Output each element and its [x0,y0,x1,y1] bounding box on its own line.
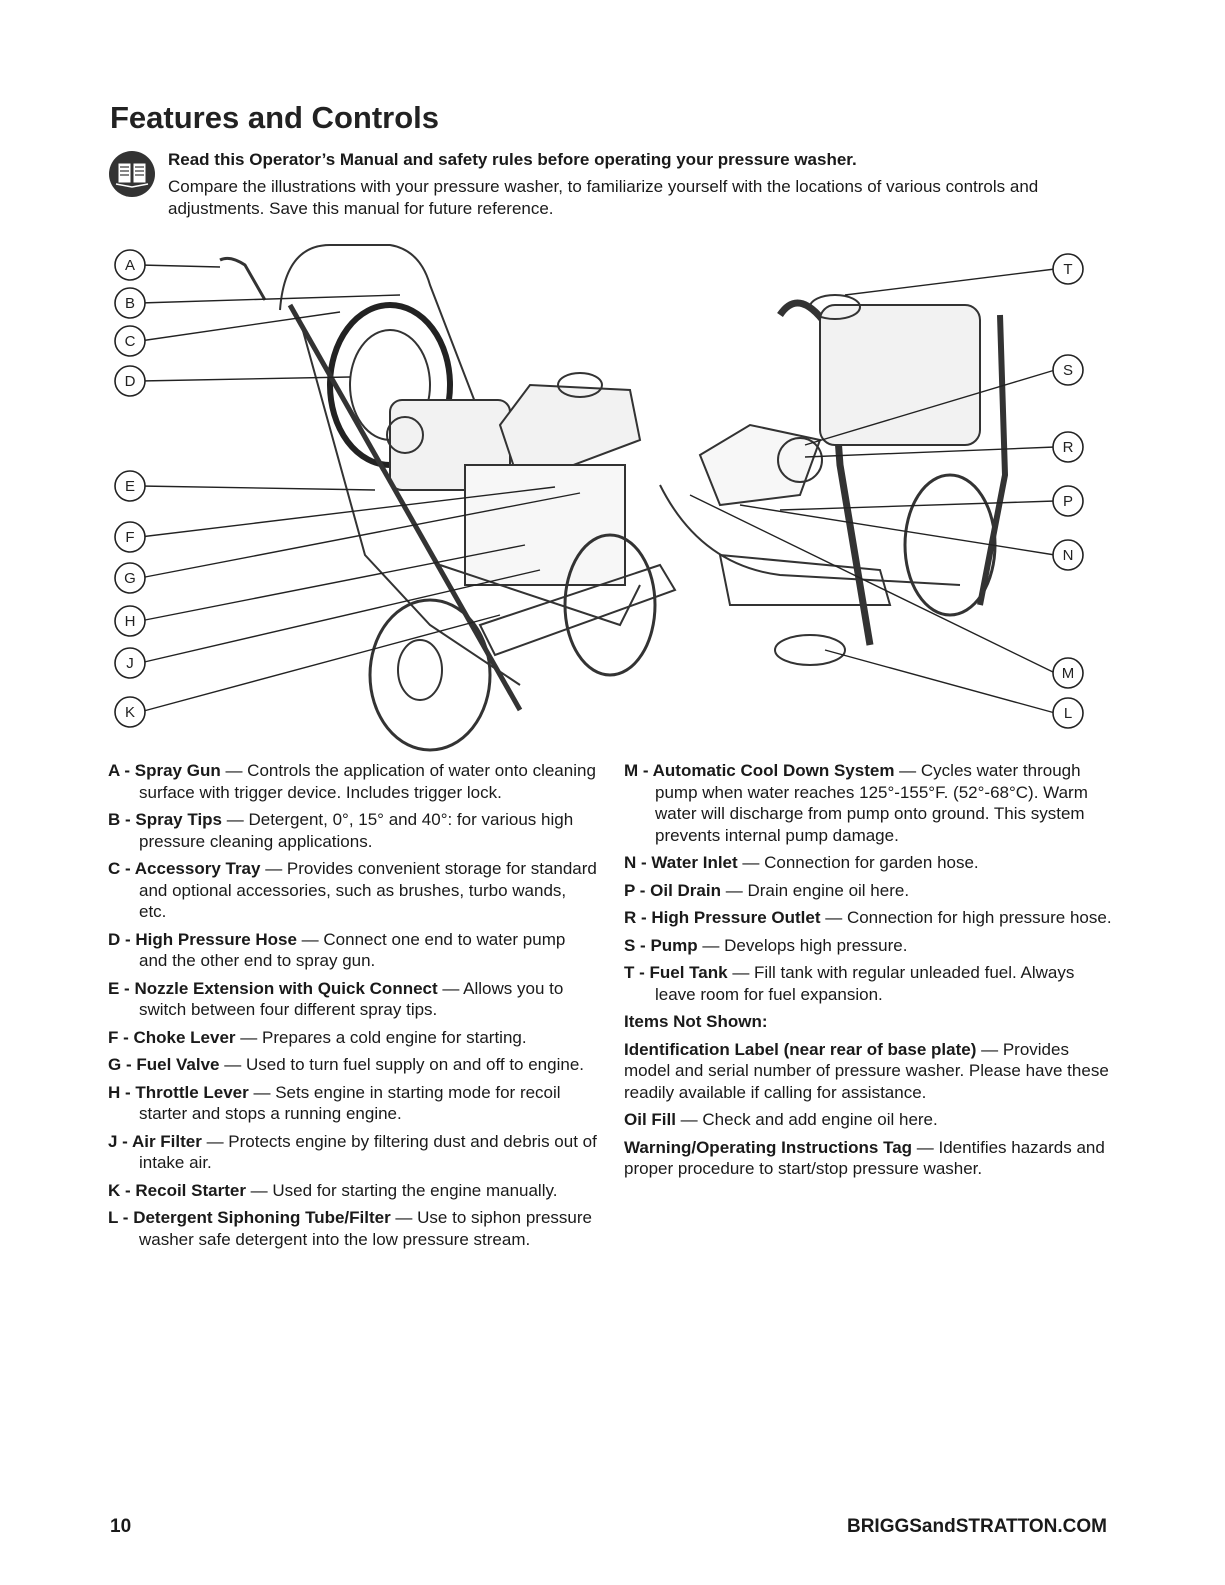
svg-text:M: M [1062,665,1075,682]
features-right-column: M - Automatic Cool Down System — Cycles … [624,760,1114,1186]
intro-text: Compare the illustrations with your pres… [168,177,1039,218]
callout-l: L [1052,697,1084,729]
svg-text:C: C [125,333,136,350]
svg-text:R: R [1063,439,1074,456]
callout-h: H [114,605,146,637]
callout-a: A [114,249,146,281]
svg-text:G: G [124,570,136,587]
callout-b: B [114,287,146,319]
intro-warning: Read this Operator’s Manual and safety r… [168,150,857,169]
callout-f: F [114,521,146,553]
svg-text:E: E [125,478,135,495]
not-shown-item: Oil Fill — Check and add engine oil here… [624,1110,938,1129]
book-icon [109,151,155,197]
feature-item: L - Detergent Siphoning Tube/Filter — Us… [108,1208,592,1249]
svg-text:F: F [125,529,134,546]
feature-item: E - Nozzle Extension with Quick Connect … [108,978,564,1020]
callout-j: J [114,647,146,679]
feature-item: H - Throttle Lever — Sets engine in star… [108,1082,561,1124]
feature-item: J - Air Filter — Protects engine by filt… [108,1131,597,1173]
svg-text:A: A [125,257,135,274]
website-footer: BRIGGSandSTRATTON.COM [846,1516,1107,1537]
svg-text:D: D [125,373,136,390]
feature-item: S - Pump — Develops high pressure. [624,935,908,955]
feature-item: A - Spray Gun — Controls the application… [108,761,596,802]
svg-text:S: S [1063,362,1073,379]
svg-text:P: P [1063,493,1073,510]
feature-item: N - Water Inlet — Connection for garden … [624,853,979,872]
not-shown-item: Identification Label (near rear of base … [624,1039,1109,1102]
svg-text:H: H [125,613,136,630]
feature-item: C - Accessory Tray — Provides convenient… [108,859,597,921]
callout-s: S [1052,354,1084,386]
feature-item: T - Fuel Tank — Fill tank with regular u… [624,963,1075,1004]
feature-item: G - Fuel Valve — Used to turn fuel suppl… [108,1055,584,1074]
callout-k: K [114,696,146,728]
feature-item: F - Choke Lever — Prepares a cold engine… [108,1027,527,1047]
page-number: 10 [110,1516,132,1537]
feature-item: R - High Pressure Outlet — Connection fo… [624,908,1112,927]
callout-g: G [114,562,146,594]
callout-d: D [114,365,146,397]
callout-c: C [114,325,146,357]
page-title: Features and Controls [110,100,439,135]
features-left-column: A - Spray Gun — Controls the application… [108,760,598,1256]
feature-item: B - Spray Tips — Detergent, 0°, 15° and … [108,810,574,851]
svg-text:K: K [125,704,135,721]
callout-t: T [1052,253,1084,285]
svg-text:B: B [125,295,135,312]
items-not-shown-heading: Items Not Shown: [624,1012,768,1031]
callout-m: M [1052,657,1084,689]
callout-p: P [1052,485,1084,517]
not-shown-item: Warning/Operating Instructions Tag — Ide… [624,1137,1105,1179]
svg-text:L: L [1064,705,1072,722]
svg-text:N: N [1063,547,1074,564]
svg-text:J: J [126,655,134,672]
feature-item: P - Oil Drain — Drain engine oil here. [624,880,910,900]
feature-item: M - Automatic Cool Down System — Cycles … [624,761,1088,845]
pressure-washer-illustration: A B C D E F G H J K T S R P N M L [114,244,1084,752]
feature-item: D - High Pressure Hose — Connect one end… [108,929,566,971]
svg-text:T: T [1063,261,1072,278]
callout-n: N [1052,539,1084,571]
callout-r: R [1052,431,1084,463]
callout-e: E [114,470,146,502]
feature-item: K - Recoil Starter — Used for starting t… [108,1180,558,1200]
